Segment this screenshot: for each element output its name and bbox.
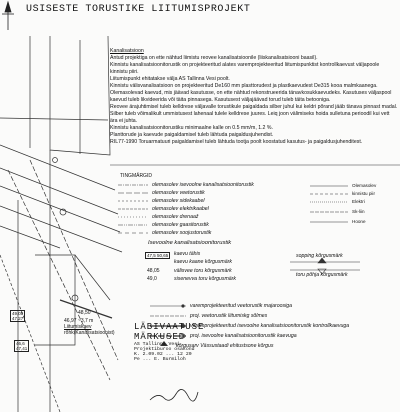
legend-item: olemasolev veetorustik — [152, 190, 205, 196]
north-arrow-icon — [2, 0, 14, 30]
stamp-line: LÄBIVAATUSE — [134, 322, 205, 332]
explanation-paragraph: Olemasolevad kaevud, mis jäävad kasutuss… — [110, 90, 392, 103]
stamp-line: Pe ... E. Burmiloh — [134, 357, 186, 362]
explanation-paragraph: Silber tuleb võimalikult ummistusest lah… — [110, 111, 390, 124]
explanation-heading: Kanalisatsioon — [110, 48, 144, 54]
page-title: USISESTE TORUSTIKE LIITUMISPROJEKT — [26, 4, 251, 15]
project-legend-item: varemprojekteeritud veetorustik majaroos… — [190, 303, 293, 309]
map-label: rõhk(Kanalisatsioonist) — [64, 330, 115, 336]
map-dimension: 46,97 ~3,7 m — [64, 318, 94, 324]
map-label: Liitumiskaev — [64, 324, 92, 330]
legend-item: olemasolev soojustorustik — [152, 230, 212, 236]
project-legend-item: kõrgusarv Vässustaadi ehitustsone kõrgus — [176, 343, 274, 349]
elevation-box: 49,05 47,27 — [10, 310, 26, 323]
right-note: toru põhja kõrgusmärk — [296, 272, 348, 278]
legend-item: olemasolev drenaaž — [152, 214, 199, 220]
legend-side-label: Hoone — [352, 219, 366, 224]
project-legend-item: varemprojekteeritud isevoolne kanalisats… — [190, 323, 350, 329]
signature-icon — [149, 389, 199, 402]
map-dimension: 48,50 — [78, 310, 91, 316]
legend-side-label: kinnistu piir — [352, 191, 375, 196]
stamp-line: K. 2.09.02 ... 12 20 — [134, 352, 192, 357]
explanation-paragraph: Kinnistu välisvanalisatsioon on projekte… — [110, 83, 378, 89]
explanation-paragraph: Reovee ärajuhtimisel tuleb kelldrese väl… — [110, 104, 398, 110]
explanation-paragraph: Planttorude ja kaevude paigaldamisel tul… — [110, 132, 274, 138]
well-code-box: 47,5 50,65 — [145, 252, 171, 260]
explanation-paragraph: Antud projektiga on ette nähtud liimistu… — [110, 55, 318, 61]
legend-title: TINGMÄRGID — [120, 173, 152, 179]
sewer-item: kaevu tähis — [174, 251, 201, 257]
legend-side-label: Olemasolev — [352, 183, 377, 188]
stamp-line: MÄRKUSED — [134, 332, 186, 342]
project-legend-item: proj. isevoolne kanalisatsioonitorustik … — [190, 333, 297, 339]
sewer-item-code: 49,0 — [147, 276, 157, 282]
elevation-value: 47,41 — [16, 346, 28, 352]
project-legend-item: proj. veetorustik liitumiskg sõlmes — [190, 313, 268, 319]
explanation-block: Kanalisatsioon Antud projektiga on ette … — [110, 48, 398, 146]
explanation-paragraph: Kinnistu kanalisatsioonitorustiku minima… — [110, 125, 273, 131]
elevation-box: 46,6 47,41 — [14, 340, 30, 353]
legend-item: olemasolev isevoolne kanalisatsioonitoru… — [152, 182, 254, 188]
legend-item: olemasolev gaasitorustik — [152, 222, 209, 228]
review-stamp: LÄBIVAATUSE MÄRKUSED AS Tallinna Vesi Pr… — [134, 322, 230, 362]
elevation-value: 49,05 — [12, 311, 24, 316]
stamp-line: Projektiburoo osakond — [134, 347, 195, 352]
sewer-item-code: 48,05 — [147, 268, 160, 274]
right-note: sopping kõrgusmärk — [296, 253, 343, 259]
legend-item: olemasolev sidekaabel — [152, 198, 205, 204]
explanation-paragraph: RIL77-1990 Toruarmatuuri paigaldamisel t… — [110, 139, 363, 145]
sewer-item: kaevu kaane kõrgusmärk — [174, 259, 232, 265]
sewer-section-title: Isevoolne kanalisatsioonitorustik — [148, 240, 232, 246]
sewer-item: sisenevva toru kõrgusmärk — [174, 276, 236, 282]
stamp-line: AS Tallinna Vesi — [134, 342, 181, 347]
explanation-paragraph: Kinnistu kanalisatsioonitorustik on proj… — [110, 62, 380, 75]
legend-side-label: Sk-liin — [352, 209, 365, 214]
elevation-value: 47,27 — [12, 316, 24, 322]
legend-item: olemasolev elektrikaabel — [152, 206, 209, 212]
sewer-item: välisvee toru kõrgusmärk — [174, 268, 232, 274]
elevation-value: 46,6 — [16, 341, 25, 346]
legend-side-label: Elektri — [352, 199, 365, 204]
explanation-paragraph: Liitumispunkt ehitatakse välja AS Tallin… — [110, 76, 230, 82]
